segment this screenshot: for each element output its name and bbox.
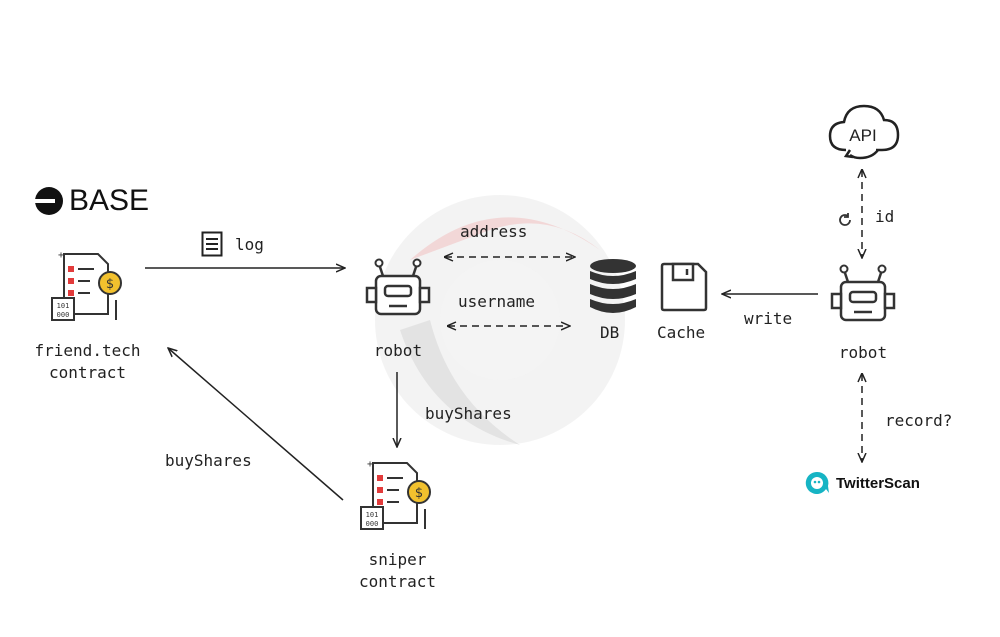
db-label: DB bbox=[600, 323, 620, 342]
twitterscan-text: TwitterScan bbox=[836, 474, 920, 492]
sniper-contract-icon: $ 101 000 + bbox=[360, 459, 431, 530]
api-cloud-icon: API bbox=[828, 104, 900, 160]
robot-icon bbox=[365, 258, 431, 316]
svg-text:000: 000 bbox=[366, 520, 379, 528]
svg-text:+: + bbox=[367, 459, 373, 470]
twitterscan-icon bbox=[805, 471, 829, 494]
svg-text:101: 101 bbox=[366, 511, 379, 519]
address-label: address bbox=[460, 222, 528, 241]
svg-text:000: 000 bbox=[57, 311, 70, 319]
svg-text:+: + bbox=[58, 250, 64, 261]
robot-right-icon bbox=[830, 264, 896, 322]
robot-right-label: robot bbox=[838, 343, 888, 362]
base-circle-icon bbox=[35, 187, 63, 215]
svg-text:$: $ bbox=[415, 486, 423, 501]
floppy-icon bbox=[660, 262, 708, 312]
friendtech-label-line2: contract bbox=[48, 363, 127, 382]
username-label: username bbox=[458, 292, 536, 311]
svg-text:$: $ bbox=[106, 277, 114, 292]
robot-main-label: robot bbox=[373, 341, 423, 360]
friendtech-label-line1: friend.tech bbox=[34, 341, 141, 360]
sniper-label-line2: contract bbox=[358, 572, 437, 591]
twitterscan-logo: TwitterScan bbox=[804, 470, 920, 496]
document-icon bbox=[201, 231, 223, 257]
refresh-icon bbox=[839, 213, 851, 226]
id-label: id bbox=[875, 207, 895, 226]
database-icon bbox=[590, 259, 636, 313]
buyshares-back-label: buyShares bbox=[165, 451, 252, 470]
log-label: log bbox=[235, 235, 264, 254]
svg-text:101: 101 bbox=[57, 302, 70, 310]
sniper-label-line1: sniper bbox=[368, 550, 427, 569]
api-text: API bbox=[849, 126, 876, 145]
buyshares-down-label: buyShares bbox=[425, 404, 512, 423]
cache-label: Cache bbox=[657, 323, 706, 342]
record-label: record? bbox=[885, 411, 953, 430]
base-logo-text: BASE bbox=[69, 184, 150, 217]
write-label: write bbox=[744, 309, 793, 328]
contract-icon: $ 101 000 + bbox=[51, 250, 122, 321]
base-logo: BASE bbox=[35, 184, 150, 217]
